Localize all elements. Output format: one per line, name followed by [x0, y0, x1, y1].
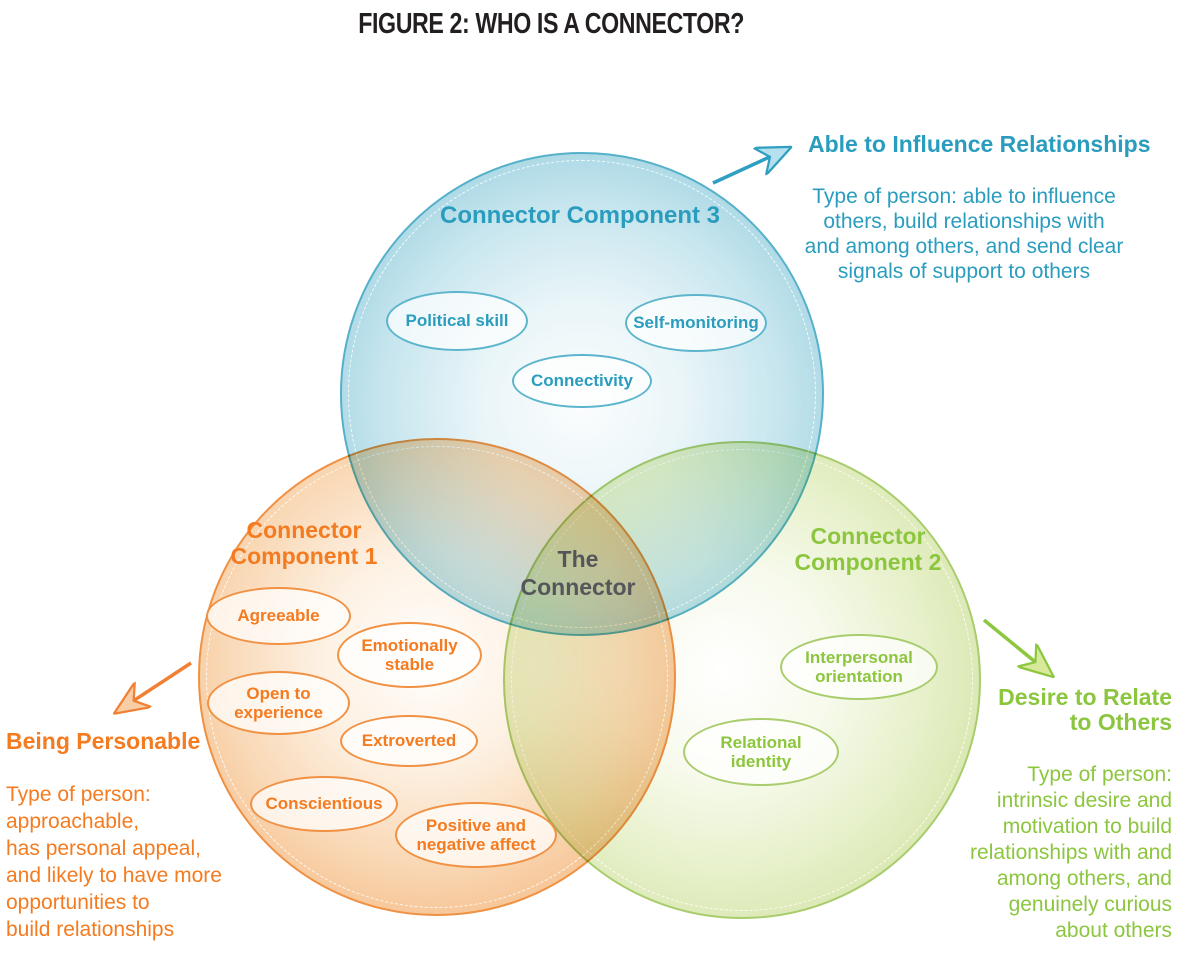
- trait-oval-open-to-experience: Open to experience: [207, 671, 350, 735]
- component-1-title: Connector Component 1: [203, 517, 405, 569]
- annotation-body-desire-to-relate: Type of person: intrinsic desire and mot…: [940, 762, 1172, 944]
- annotation-line: signals of support to others: [837, 260, 1091, 283]
- annotation-line: has personal appeal,: [6, 837, 201, 860]
- component-3-title: Connector Component 3: [440, 202, 720, 229]
- center-label-line1: The: [557, 546, 599, 572]
- annotation-line: and likely to have more: [6, 864, 222, 887]
- annotation-heading-being-personable: Being Personable: [6, 728, 201, 754]
- annotation-line: about others: [1055, 919, 1172, 942]
- figure-title-text: FIGURE 2: WHO IS A CONNECTOR?: [358, 8, 744, 40]
- trait-oval-extroverted: Extroverted: [340, 715, 478, 767]
- annotation-line: relationships with and: [970, 841, 1172, 864]
- trait-oval-connectivity: Connectivity: [512, 354, 652, 408]
- annotation-heading-able-to-influence: Able to Influence Relationships: [808, 131, 1151, 157]
- annotation-line: Type of person: able to influence: [812, 185, 1116, 208]
- annotation-line: approachable,: [6, 810, 140, 833]
- annotation-body-able-to-influence: Type of person: able to influence others…: [778, 184, 1150, 284]
- trait-oval-emotionally-stable: Emotionally stable: [337, 622, 482, 688]
- annotation-line: motivation to build: [1002, 815, 1172, 838]
- trait-oval-relational-identity: Relational identity: [683, 718, 839, 786]
- trait-oval-agreeable: Agreeable: [206, 587, 351, 645]
- annotation-line: among others, and: [996, 867, 1172, 890]
- annotation-line: others, build relationships with: [823, 210, 1105, 233]
- center-label: The Connector: [500, 545, 656, 601]
- trait-oval-self-monitoring: Self-monitoring: [625, 294, 767, 352]
- annotation-line: genuinely curious: [1008, 893, 1172, 916]
- annotation-line: and among others, and send clear: [804, 235, 1124, 258]
- component-1-title-line1: Connector: [246, 517, 362, 543]
- figure-title: FIGURE 2: WHO IS A CONNECTOR?: [0, 8, 1102, 41]
- trait-oval-positive-negative-affect: Positive and negative affect: [395, 802, 557, 868]
- annotation-line: opportunities to: [6, 891, 150, 914]
- component-2-title: Connector Component 2: [767, 523, 969, 575]
- component-2-title-line1: Connector: [810, 523, 926, 549]
- annotation-body-being-personable: Type of person: approachable, has person…: [6, 781, 246, 943]
- annotation-line: Type of person:: [1027, 763, 1172, 786]
- trait-oval-political-skill: Political skill: [386, 291, 528, 351]
- annotation-heading-line1: Desire to Relate: [998, 684, 1172, 710]
- trait-oval-interpersonal-orientation: Interpersonal orientation: [780, 634, 938, 700]
- component-1-title-line2: Component 1: [230, 543, 378, 569]
- component-2-title-line2: Component 2: [794, 549, 942, 575]
- annotation-line: intrinsic desire and: [996, 789, 1172, 812]
- center-label-line2: Connector: [520, 574, 636, 600]
- annotation-line: build relationships: [6, 918, 175, 941]
- annotation-heading-desire-to-relate: Desire to Relate to Others: [852, 685, 1172, 735]
- trait-oval-conscientious: Conscientious: [250, 776, 398, 832]
- annotation-line: Type of person:: [6, 783, 151, 806]
- annotation-heading-line2: to Others: [1069, 709, 1172, 735]
